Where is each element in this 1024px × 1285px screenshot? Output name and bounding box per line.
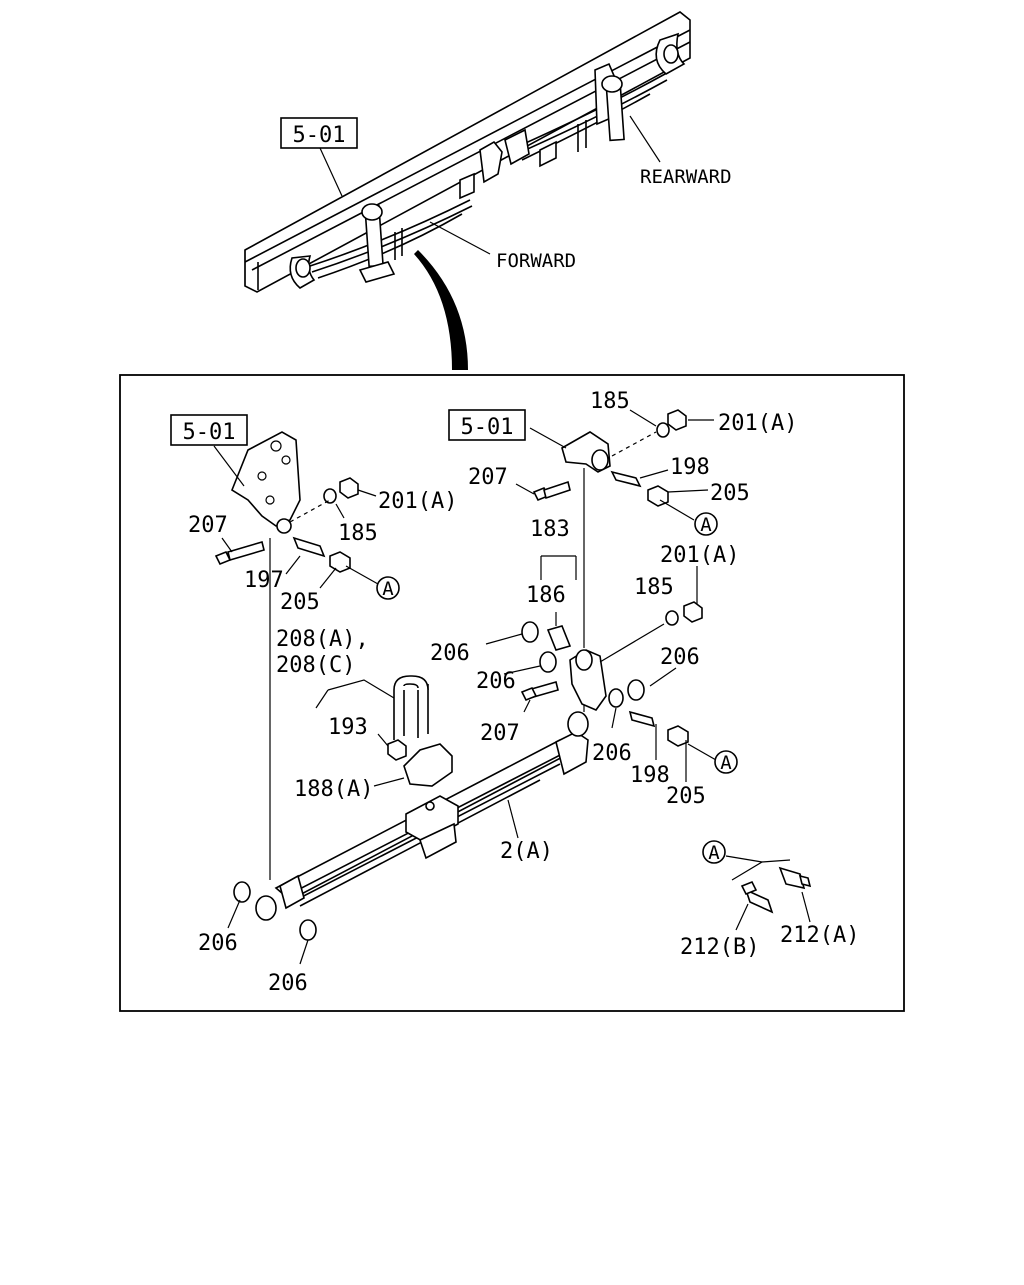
callout-201a-top: 201(A)	[718, 411, 797, 436]
shackle-assembly	[485, 566, 717, 782]
leaf-spring	[255, 711, 589, 921]
callout-206-f: 206	[268, 971, 308, 996]
callout-193: 193	[328, 715, 368, 740]
callout-197: 197	[244, 568, 284, 593]
detail-pointer-arrow	[414, 250, 468, 370]
callout-208a: 208(A),	[276, 627, 369, 652]
callout-207-left: 207	[188, 513, 228, 538]
u-bolt-assembly	[315, 675, 453, 787]
rear-hanger-bracket	[529, 427, 611, 473]
callout-205-mid: 205	[666, 784, 706, 809]
svg-text:A: A	[700, 514, 712, 536]
bottom-left-bushings	[227, 881, 317, 965]
detail-ref-box-left: 5-01	[170, 414, 248, 446]
overview-ref-label: 5-01	[293, 123, 346, 148]
svg-text:A: A	[720, 752, 732, 774]
overview-frame-assembly	[244, 11, 691, 293]
marker-a-grease: A	[702, 840, 726, 864]
svg-text:5-01: 5-01	[183, 420, 236, 445]
left-fasteners	[214, 477, 379, 589]
callout-185-top: 185	[590, 389, 630, 414]
callout-206-d: 206	[592, 741, 632, 766]
callout-207-mid: 207	[480, 721, 520, 746]
callout-185-left: 185	[338, 521, 378, 546]
top-right-fasteners	[515, 409, 714, 521]
marker-a-top: A	[694, 512, 718, 536]
callout-201a-left: 201(A)	[378, 489, 457, 514]
detail-ref-box-right: 5-01	[448, 409, 526, 441]
detail-frame	[119, 374, 905, 1012]
callout-212a: 212(A)	[780, 923, 859, 948]
callout-208c: 208(C)	[276, 653, 355, 678]
callout-206-c: 206	[476, 669, 516, 694]
forward-label: FORWARD	[496, 250, 576, 272]
callout-198-mid: 198	[630, 763, 670, 788]
callout-205-top: 205	[710, 481, 750, 506]
callout-206-a: 206	[430, 641, 470, 666]
callout-206-e: 206	[198, 931, 238, 956]
callout-188a: 188(A)	[294, 777, 373, 802]
callout-186: 186	[526, 583, 566, 608]
callout-201a-mid: 201(A)	[660, 543, 739, 568]
svg-text:A: A	[708, 842, 720, 864]
callout-212b: 212(B)	[680, 935, 759, 960]
callout-2a: 2(A)	[500, 839, 553, 864]
svg-text:5-01: 5-01	[461, 415, 514, 440]
callout-205-left: 205	[280, 590, 320, 615]
front-bracket	[213, 431, 301, 534]
callout-183: 183	[530, 517, 570, 542]
callout-207-top: 207	[468, 465, 508, 490]
marker-a-mid: A	[714, 750, 738, 774]
overview-ref-box: 5-01	[280, 117, 358, 149]
callout-206-b: 206	[660, 645, 700, 670]
callout-labels: 185 201(A) 198 207 205 183 201(A) 185 18…	[188, 389, 859, 996]
rearward-label: REARWARD	[640, 166, 732, 188]
callout-198-top: 198	[670, 455, 710, 480]
grease-nipples	[725, 855, 812, 931]
marker-a-left: A	[376, 576, 400, 600]
svg-text:A: A	[382, 578, 394, 600]
callout-185-mid: 185	[634, 575, 674, 600]
